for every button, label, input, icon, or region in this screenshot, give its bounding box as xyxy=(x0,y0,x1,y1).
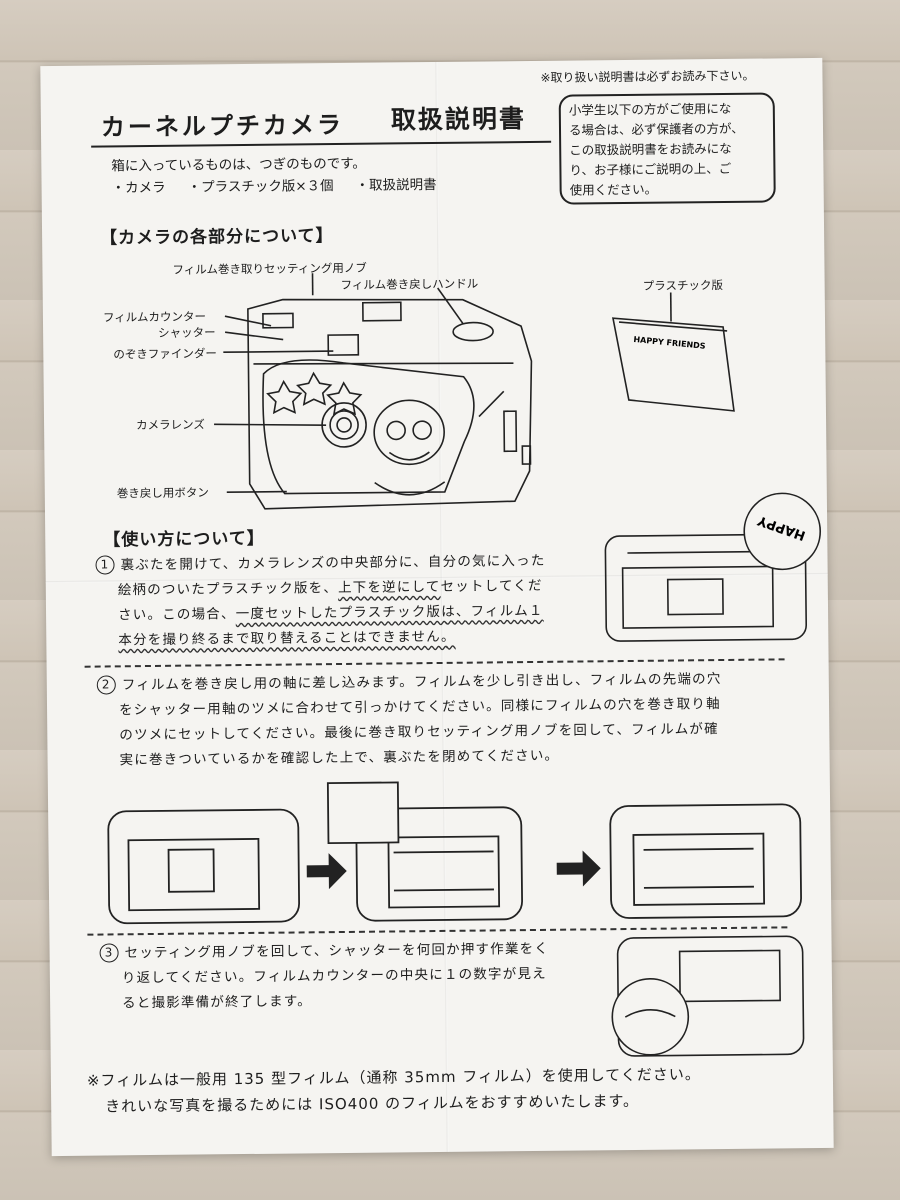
plate-text: HAPPY FRIENDS xyxy=(633,335,706,351)
step-1-emphasis-upside-down: 上下を逆にして xyxy=(337,578,441,597)
step-3-line-3: ると撮影準備が終了します。 xyxy=(122,993,312,1012)
step-1-line-4: 本分を撮り終るまで取り替えることはできません。 xyxy=(118,628,456,649)
step-2-illustrations xyxy=(107,781,802,925)
camera-diagram: HAPPY FRIENDS xyxy=(214,273,735,510)
step-2-line-1: フィルムを巻き戻し用の軸に差し込みます。フィルムを少し引き出し、フィルムの先端の… xyxy=(121,671,722,694)
usage-heading: 【使い方について】 xyxy=(103,528,265,551)
step-1-emphasis-no-change: 一度セットしたプラスチック版は、フィルム１ xyxy=(235,602,544,623)
step-3-line-1: セッティング用ノブを回して、シャッターを何回か押す作業をく xyxy=(124,940,550,962)
step-1-illustration: HAPPY xyxy=(604,492,822,642)
step-1-line-2a: 絵柄のついたプラスチック版を、 xyxy=(117,580,339,599)
step-1-number: 1 xyxy=(95,555,115,575)
step-3-illustration xyxy=(611,935,805,1057)
divider-1 xyxy=(84,658,785,668)
instruction-sheet: ※取り扱い説明書は必ずお読み下さい。 カーネルプチカメラ 取扱説明書 小学生以下… xyxy=(40,57,834,1157)
step-3-number: 3 xyxy=(99,943,119,963)
step-1-line-3a: さい。この場合、 xyxy=(117,606,236,624)
step-2-number: 2 xyxy=(96,675,116,695)
step-1-line-1: 裏ぶたを開けて、カメラレンズの中央部分に、自分の気に入った xyxy=(120,552,546,574)
step-1-line-2c: セットしてくだ xyxy=(440,577,543,595)
film-note: ※フィルムは一般用 135 型フィルム（通称 35mm フィルム）を使用してくだ… xyxy=(87,1060,818,1120)
arrow-right-icon xyxy=(306,853,347,890)
arrow-right-icon xyxy=(556,850,601,887)
